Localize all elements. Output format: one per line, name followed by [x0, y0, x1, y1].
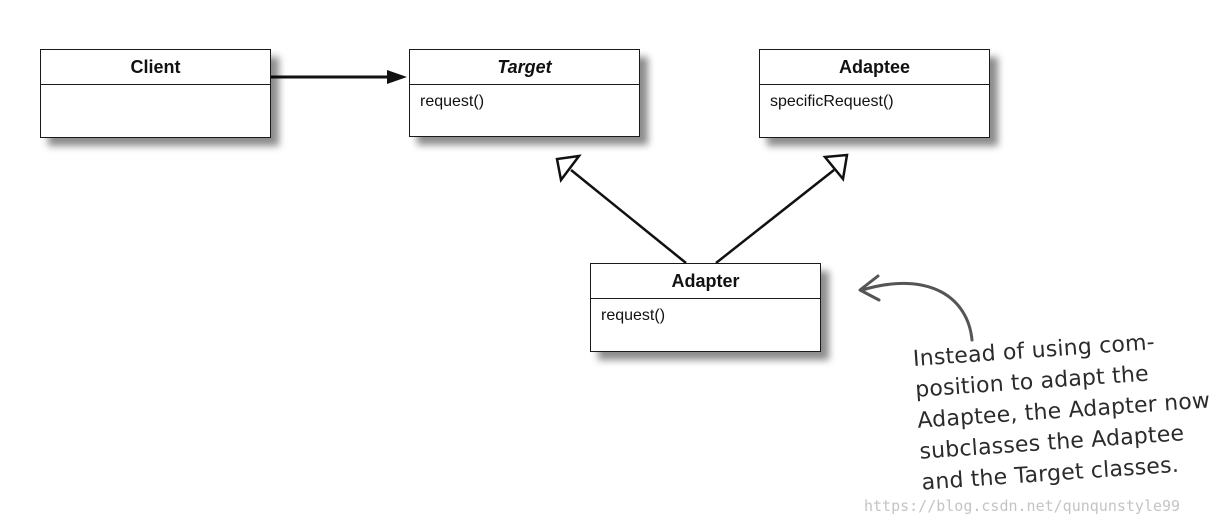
class-member-adaptee-specific-request: specificRequest()	[770, 93, 894, 110]
class-box-adaptee: Adaptee specificRequest()	[759, 49, 990, 138]
handwritten-note: Instead of using com- position to adapt …	[912, 323, 1222, 499]
class-name-client: Client	[41, 50, 270, 85]
class-name-adapter: Adapter	[591, 264, 820, 299]
class-name-target: Target	[410, 50, 639, 85]
class-member-target-request: request()	[420, 93, 485, 110]
class-name-adaptee: Adaptee	[760, 50, 989, 85]
note-pointer-curve	[860, 281, 974, 342]
class-box-target: Target request()	[409, 49, 640, 137]
association-arrowhead	[387, 70, 407, 84]
inheritance-adapter-target-line	[570, 169, 687, 264]
class-member-adapter-request: request()	[601, 307, 666, 324]
inheritance-arrowhead-target	[555, 154, 582, 184]
inheritance-adapter-adaptee-line	[715, 169, 835, 264]
class-members-client	[41, 85, 270, 101]
class-box-adapter: Adapter request()	[590, 263, 821, 352]
inheritance-arrowhead-adaptee	[822, 153, 849, 182]
note-pointer-arrowhead	[858, 274, 881, 302]
watermark: https://blog.csdn.net/qunqunstyle99	[864, 497, 1181, 515]
class-box-client: Client	[40, 49, 271, 138]
